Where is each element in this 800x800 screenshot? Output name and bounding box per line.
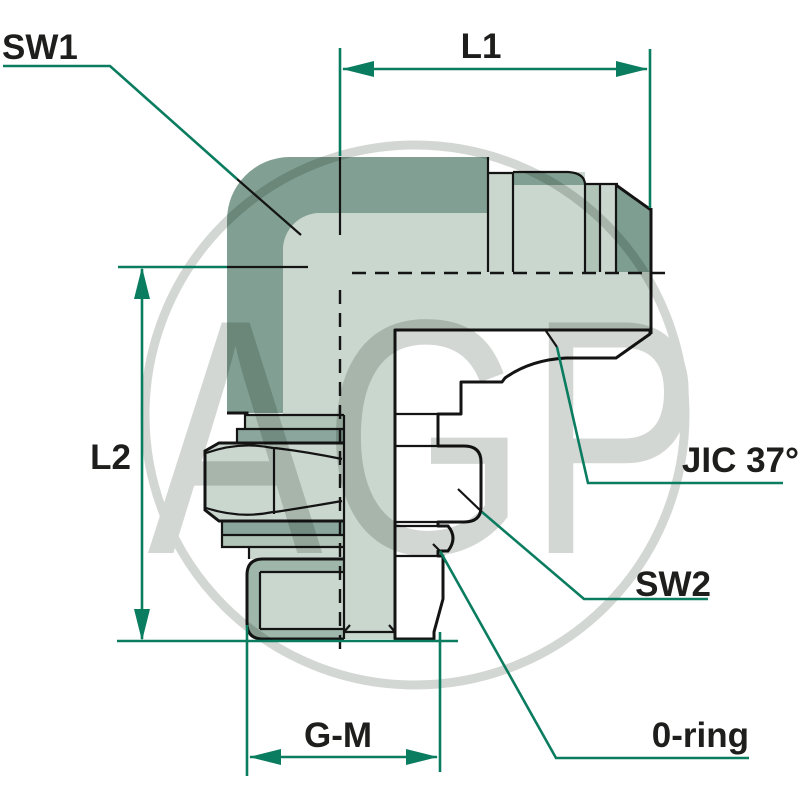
label-l2: L2 — [90, 438, 131, 477]
section-cut — [393, 328, 652, 641]
jic-nose-face — [615, 183, 653, 334]
label-jic: JIC 37° — [682, 441, 799, 480]
elbow-interior — [283, 213, 650, 639]
dimension-gm — [245, 625, 442, 776]
leader-sw1 — [3, 64, 302, 236]
leader-jic — [545, 330, 783, 485]
leader-oring — [432, 543, 749, 760]
locknut-and-stud — [203, 411, 396, 641]
arrowhead — [406, 749, 438, 765]
dimensions — [3, 48, 783, 776]
arrowhead — [249, 749, 281, 765]
label-oring: 0-ring — [652, 716, 749, 755]
arrowhead — [134, 267, 150, 299]
watermark-text: AGP — [148, 250, 703, 624]
label-sw2: SW2 — [635, 565, 711, 604]
dimension-l1 — [338, 48, 652, 235]
elbow-outer-band — [227, 157, 488, 413]
watermark-circle — [140, 140, 690, 690]
watermark: AGP — [140, 140, 703, 690]
dimension-l2 — [117, 265, 458, 643]
centerlines — [338, 271, 667, 658]
label-gm: G-M — [304, 716, 372, 755]
hatched-cross-section — [393, 328, 652, 641]
arrowhead — [134, 609, 150, 641]
labels: SW1 L1 L2 JIC 37° SW2 0-ring G-M — [2, 27, 799, 755]
arrowhead — [616, 61, 648, 77]
arrowhead — [342, 61, 374, 77]
leader-sw2 — [457, 488, 708, 601]
label-l1: L1 — [461, 27, 502, 66]
label-sw1: SW1 — [2, 28, 78, 67]
